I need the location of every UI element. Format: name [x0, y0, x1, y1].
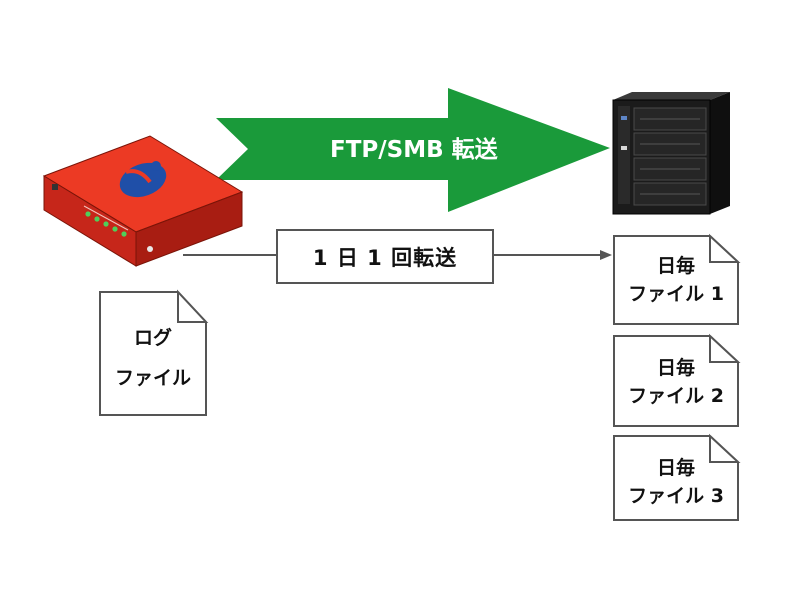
daily-file-2-line1: 日毎: [656, 357, 695, 379]
log-file-document-icon: [99, 289, 209, 416]
daily-file-3-line2: ファイル 3: [628, 485, 724, 507]
daily-transfer-arrowhead: [600, 250, 612, 260]
daily-file-2-document-icon: [613, 333, 741, 427]
daily-file-1-line1: 日毎: [656, 255, 695, 277]
log-file-text: ログ ファイル: [100, 324, 206, 392]
daily-file-1-text: 日毎 ファイル 1: [614, 252, 738, 308]
log-file-line1: ログ: [133, 327, 172, 349]
daily-file-3-text: 日毎 ファイル 3: [614, 454, 738, 510]
ftp-smb-transfer-arrow: [216, 88, 610, 212]
daily-file-2-text: 日毎 ファイル 2: [614, 354, 738, 410]
daily-file-3-line1: 日毎: [656, 457, 695, 479]
daily-file-1-document-icon: [613, 233, 741, 325]
nas-storage-icon: [612, 92, 730, 215]
daily-file-3-document-icon: [613, 433, 741, 521]
daily-transfer-label: 1 日 1 回転送: [312, 245, 458, 270]
daily-file-2-line2: ファイル 2: [628, 385, 724, 407]
log-file-line2: ファイル: [114, 367, 191, 389]
daily-file-1-line2: ファイル 1: [628, 283, 724, 305]
daily-transfer-label-box: 1 日 1 回転送: [276, 229, 494, 284]
router-device-icon: [42, 135, 244, 267]
ftp-smb-transfer-label: FTP/SMB 転送: [330, 137, 498, 163]
